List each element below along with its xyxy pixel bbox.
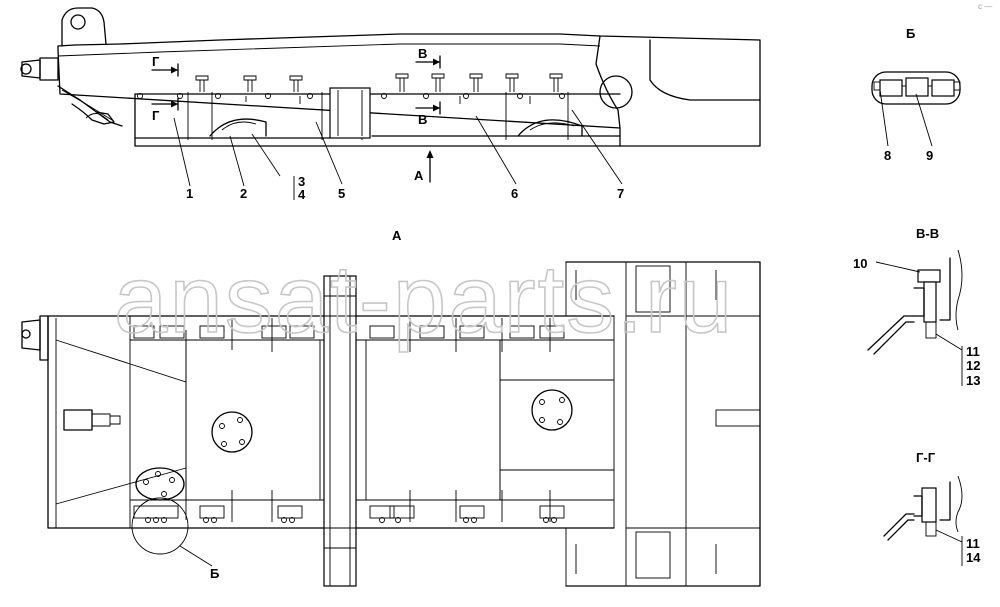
view-a-arrow-label: А bbox=[414, 168, 424, 183]
plan-view: А bbox=[21, 228, 761, 587]
callout-13: 13 bbox=[966, 373, 980, 388]
callout-6: 6 bbox=[511, 186, 518, 201]
watermark-text: ansat-parts.ru bbox=[114, 246, 734, 353]
section-v-top-label: В bbox=[418, 46, 427, 61]
section-g-bottom-label: Г bbox=[152, 108, 160, 123]
section-vv: В-В 10 11 12 13 bbox=[853, 226, 980, 388]
side-view: Г Г В В А 1 2 3 4 5 6 7 bbox=[20, 7, 761, 202]
detail-b-title: Б bbox=[906, 26, 915, 41]
callout-9: 9 bbox=[926, 148, 933, 163]
section-gg: Г-Г 11 14 bbox=[883, 450, 981, 566]
section-v-bottom-label: В bbox=[418, 112, 427, 127]
callout-7: 7 bbox=[617, 186, 624, 201]
detail-b-marker-label: Б bbox=[210, 566, 219, 581]
callout-8: 8 bbox=[884, 148, 891, 163]
section-gg-title: Г-Г bbox=[916, 450, 936, 465]
callout-14: 14 bbox=[966, 550, 981, 565]
callout-5: 5 bbox=[338, 186, 345, 201]
callout-10: 10 bbox=[853, 256, 867, 271]
callout-2: 2 bbox=[240, 186, 247, 201]
callout-11b: 11 bbox=[966, 536, 980, 551]
section-g-top-label: Г bbox=[152, 54, 160, 69]
callout-3: 3 bbox=[298, 174, 305, 189]
callout-1: 1 bbox=[186, 186, 193, 201]
corner-mark: с — bbox=[978, 2, 992, 11]
callout-11a: 11 bbox=[966, 344, 980, 359]
callout-12: 12 bbox=[966, 358, 980, 373]
callout-4: 4 bbox=[298, 187, 306, 202]
section-vv-title: В-В bbox=[916, 226, 939, 241]
detail-b: Б 8 9 bbox=[871, 26, 961, 163]
plan-view-title: А bbox=[392, 228, 402, 243]
